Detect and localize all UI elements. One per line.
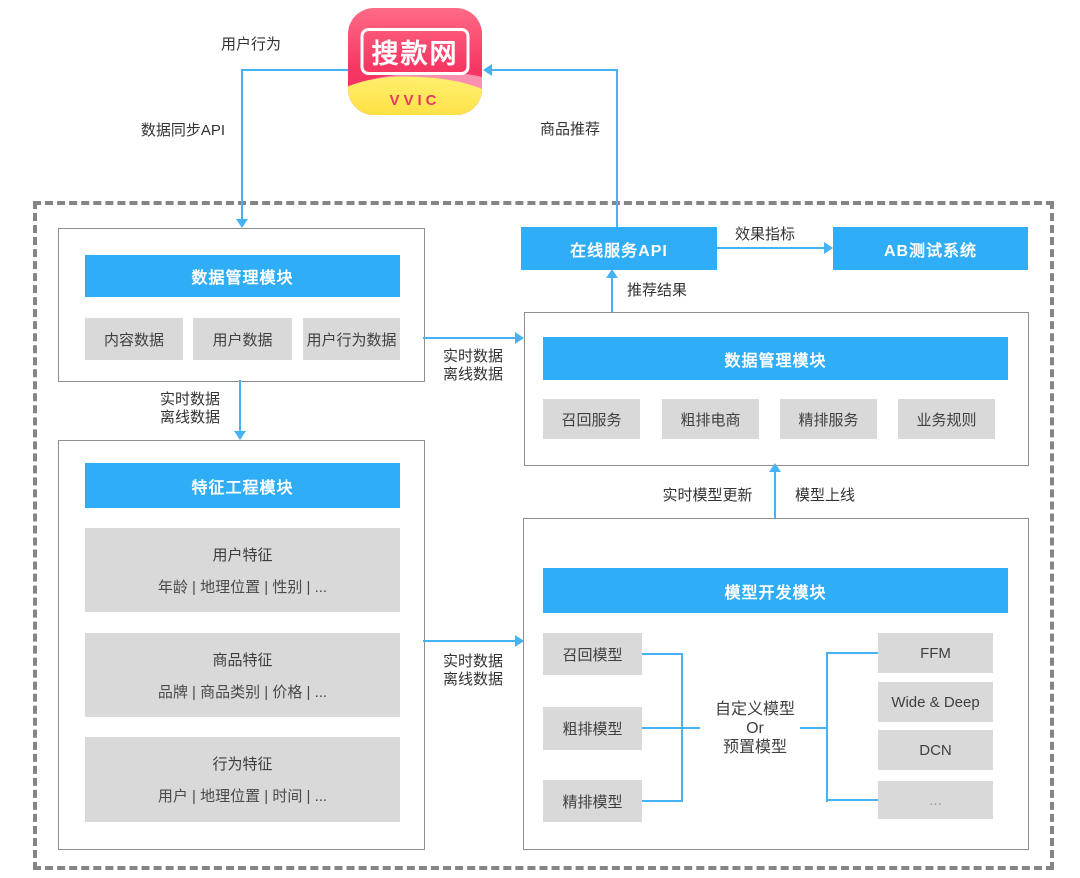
bracket-left-stub-top: [642, 653, 681, 655]
feature-item-title: 商品特征: [212, 651, 273, 669]
node-online-service-api: 在线服务API: [521, 227, 717, 270]
module-model-dev-header: 模型开发模块: [543, 568, 1008, 613]
chip-dcn: DCN: [878, 730, 993, 770]
feature-user-title: 用户特征: [212, 546, 273, 564]
connector-dm-to-fe-v: [239, 380, 241, 432]
app-icon-title: 搜款网: [360, 28, 470, 75]
arrowhead-into-ab-test: [824, 242, 833, 254]
bracket-right-stub-top: [828, 652, 878, 654]
chip-business-rules: 业务规则: [898, 399, 995, 439]
label-user-behavior: 用户行为: [220, 36, 281, 53]
label-recommend-result: 推荐结果: [626, 282, 687, 299]
connector-recommend-v: [616, 69, 618, 227]
bracket-left-stub-bottom: [642, 800, 681, 802]
module-data-mgmt-left-header: 数据管理模块: [85, 255, 400, 297]
label-realtime-3: 实时数据: [442, 653, 503, 670]
model-choice-line1: 自定义模型: [714, 701, 795, 718]
app-icon: 搜款网 VVIC: [348, 8, 482, 115]
module-data-mgmt-right: [524, 312, 1029, 466]
bracket-right-stub-bottom: [828, 799, 878, 801]
chip-wide-deep: Wide & Deep: [878, 682, 993, 722]
feature-item: 商品特征 品牌 | 商品类别 | 价格 | ...: [85, 633, 400, 717]
model-choice-line3: 预置模型: [722, 739, 787, 756]
connector-recommend-h: [492, 69, 618, 71]
connector-dm-to-dmr-h: [423, 337, 516, 339]
label-model-realtime-update: 实时模型更新: [662, 487, 753, 504]
label-product-recommend: 商品推荐: [539, 121, 600, 138]
connector-dmr-to-api-v: [611, 278, 613, 312]
arrowhead-into-online-api: [606, 269, 618, 278]
chip-user-behavior-data: 用户行为数据: [303, 318, 400, 360]
module-data-mgmt-right-header: 数据管理模块: [543, 337, 1008, 380]
label-realtime-offline-1: 实时数据 离线数据: [150, 391, 230, 427]
chip-fine-rank-service: 精排服务: [780, 399, 877, 439]
chip-coarse-rank: 粗排电商: [662, 399, 759, 439]
label-offline-3: 离线数据: [442, 671, 503, 688]
chip-recall-service: 召回服务: [543, 399, 640, 439]
bracket-right-stub-mid: [800, 727, 826, 729]
arrowhead-into-app-icon: [483, 64, 492, 76]
label-model-online: 模型上线: [794, 487, 855, 504]
chip-recall-model: 召回模型: [543, 633, 642, 675]
feature-user: 用户特征 年龄 | 地理位置 | 性别 | ...: [85, 528, 400, 612]
connector-fe-to-md-h: [423, 640, 516, 642]
arrowhead-into-data-mgmt-right: [515, 332, 524, 344]
system-boundary: [33, 201, 1054, 870]
feature-item-desc: 品牌 | 商品类别 | 价格 | ...: [157, 683, 328, 701]
bracket-left-stub-mid: [642, 727, 700, 729]
feature-behavior-title: 行为特征: [212, 756, 273, 773]
chip-user-data: 用户数据: [193, 318, 292, 360]
connector-user-behavior-h: [242, 69, 348, 71]
arrowhead-into-data-mgmt-right-bottom: [769, 463, 781, 472]
model-choice-text: 自定义模型 Or 预置模型: [698, 700, 812, 757]
module-feature-eng-header: 特征工程模块: [85, 463, 400, 508]
chip-more-models: ...: [878, 781, 993, 819]
label-effect-metric: 效果指标: [734, 226, 795, 243]
connector-user-behavior-v: [241, 69, 243, 220]
node-ab-test: AB测试系统: [833, 227, 1028, 270]
label-offline-2: 离线数据: [442, 366, 503, 383]
label-realtime-offline-2: 实时数据 离线数据: [433, 348, 513, 384]
chip-ffm: FFM: [878, 633, 993, 673]
chip-content-data: 内容数据: [85, 318, 183, 360]
feature-behavior: 行为特征 用户 | 地理位置 | 时间 | ...: [85, 737, 400, 822]
chip-fine-rank-model: 精排模型: [543, 780, 642, 822]
chip-coarse-rank-model: 粗排模型: [543, 707, 642, 750]
label-offline-1: 离线数据: [159, 409, 220, 426]
label-realtime-1: 实时数据: [159, 391, 220, 408]
model-choice-line2: Or: [746, 720, 764, 737]
arrowhead-into-data-mgmt-left: [236, 219, 248, 228]
connector-md-to-dmr-v: [774, 472, 776, 518]
label-realtime-offline-3: 实时数据 离线数据: [433, 653, 513, 689]
connector-api-to-abtest-h: [717, 247, 824, 249]
arrowhead-into-model-dev: [515, 635, 524, 647]
arrowhead-into-feature-eng: [234, 431, 246, 440]
label-realtime-2: 实时数据: [442, 348, 503, 365]
bracket-right-vertical: [826, 652, 828, 802]
feature-behavior-desc: 用户 | 地理位置 | 时间 | ...: [157, 788, 328, 805]
app-icon-brand: VVIC: [389, 92, 441, 109]
label-data-sync-api: 数据同步API: [140, 122, 226, 139]
feature-user-desc: 年龄 | 地理位置 | 性别 | ...: [157, 578, 328, 596]
